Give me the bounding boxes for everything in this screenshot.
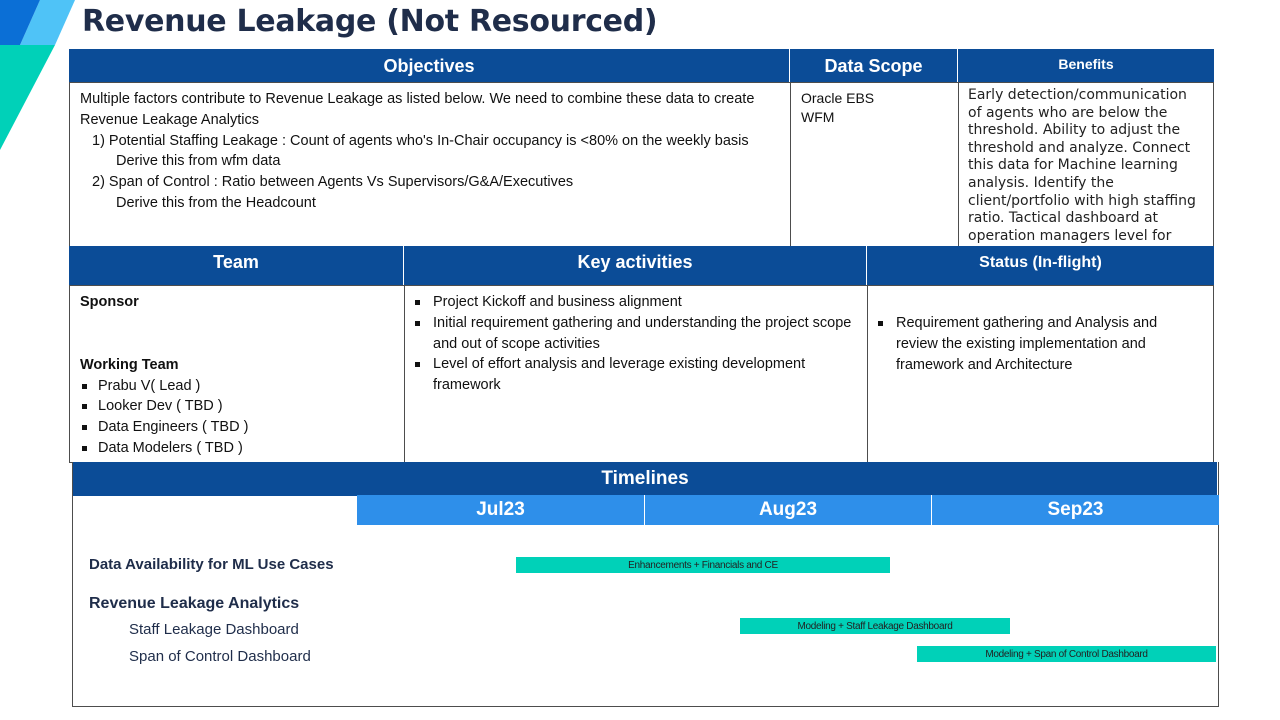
- gantt-bar-enhancements: Enhancements + Financials and CE: [516, 557, 890, 573]
- objectives-item-2-detail: Derive this from the Headcount: [116, 194, 316, 211]
- key-activities-cell: Project Kickoff and business alignment I…: [404, 285, 868, 463]
- team-cell: Sponsor Working Team Prabu V( Lead ) Loo…: [69, 285, 405, 463]
- benefits-header-label: Benefits: [1058, 56, 1114, 72]
- status-list: Requirement gathering and Analysis and r…: [876, 313, 1203, 375]
- team-members-list: Prabu V( Lead ) Looker Dev ( TBD ) Data …: [80, 376, 394, 459]
- activity-item: Project Kickoff and business alignment: [413, 292, 857, 313]
- month-label: Sep23: [1047, 499, 1104, 520]
- gantt-bar-label: Modeling + Span of Control Dashboard: [985, 648, 1148, 660]
- status-cell: Requirement gathering and Analysis and r…: [867, 285, 1214, 463]
- key-activities-header-label: Key activities: [577, 252, 693, 272]
- team-member: Data Engineers ( TBD ): [80, 417, 394, 438]
- objectives-item-2: 2) Span of Control : Ratio between Agent…: [92, 174, 574, 191]
- gantt-bar-label: Enhancements + Financials and CE: [628, 559, 778, 571]
- team-member: Looker Dev ( TBD ): [80, 396, 394, 417]
- month-sep: Sep23: [932, 495, 1219, 525]
- data-scope-cell: Oracle EBS WFM: [790, 82, 959, 247]
- timelines-header: Timelines: [73, 462, 1217, 496]
- key-activities-list: Project Kickoff and business alignment I…: [413, 292, 857, 396]
- timelines-header-label: Timelines: [601, 468, 689, 489]
- data-scope-header: Data Scope: [790, 49, 958, 83]
- benefits-header: Benefits: [958, 49, 1214, 83]
- objectives-header: Objectives: [69, 49, 790, 83]
- benefits-text: Early detection/communication of agents …: [968, 87, 1196, 244]
- activity-item: Level of effort analysis and leverage ex…: [413, 354, 857, 396]
- sponsor-label: Sponsor: [80, 294, 139, 310]
- team-member: Prabu V( Lead ): [80, 376, 394, 397]
- data-scope-item: Oracle EBS: [801, 90, 875, 106]
- row-span-of-control: Span of Control Dashboard: [129, 648, 311, 665]
- data-scope-header-label: Data Scope: [824, 55, 923, 76]
- row-staff-leakage: Staff Leakage Dashboard: [129, 621, 299, 638]
- row-data-availability: Data Availability for ML Use Cases: [89, 556, 334, 573]
- objectives-item-1-detail: Derive this from wfm data: [116, 153, 281, 170]
- page-title: Revenue Leakage (Not Resourced): [82, 4, 658, 39]
- objectives-item-1: 1) Potential Staffing Leakage : Count of…: [92, 132, 749, 149]
- team-header: Team: [69, 246, 404, 286]
- objectives-intro: Multiple factors contribute to Revenue L…: [80, 91, 755, 128]
- month-label: Jul23: [476, 499, 525, 520]
- status-header: Status (In-flight): [867, 246, 1214, 286]
- data-scope-item: WFM: [801, 109, 835, 125]
- gantt-bar-staff-leakage: Modeling + Staff Leakage Dashboard: [740, 618, 1010, 634]
- row-revenue-leakage: Revenue Leakage Analytics: [89, 595, 300, 612]
- month-jul: Jul23: [357, 495, 645, 525]
- corner-accent-graphic: [0, 0, 75, 150]
- team-header-label: Team: [213, 252, 259, 272]
- objectives-cell: Multiple factors contribute to Revenue L…: [69, 82, 791, 247]
- benefits-cell: Early detection/communication of agents …: [958, 82, 1214, 247]
- activity-item: Initial requirement gathering and unders…: [413, 313, 857, 355]
- objectives-header-label: Objectives: [383, 55, 475, 76]
- working-team-label: Working Team: [80, 356, 179, 373]
- status-header-label: Status (In-flight): [979, 254, 1102, 271]
- month-label: Aug23: [758, 499, 818, 520]
- month-aug: Aug23: [645, 495, 932, 525]
- key-activities-header: Key activities: [404, 246, 867, 286]
- gantt-bar-label: Modeling + Staff Leakage Dashboard: [797, 620, 953, 632]
- gantt-bar-span-of-control: Modeling + Span of Control Dashboard: [917, 646, 1216, 662]
- timelines-frame: [72, 462, 1219, 707]
- status-item: Requirement gathering and Analysis and r…: [876, 313, 1203, 375]
- team-member: Data Modelers ( TBD ): [80, 438, 394, 459]
